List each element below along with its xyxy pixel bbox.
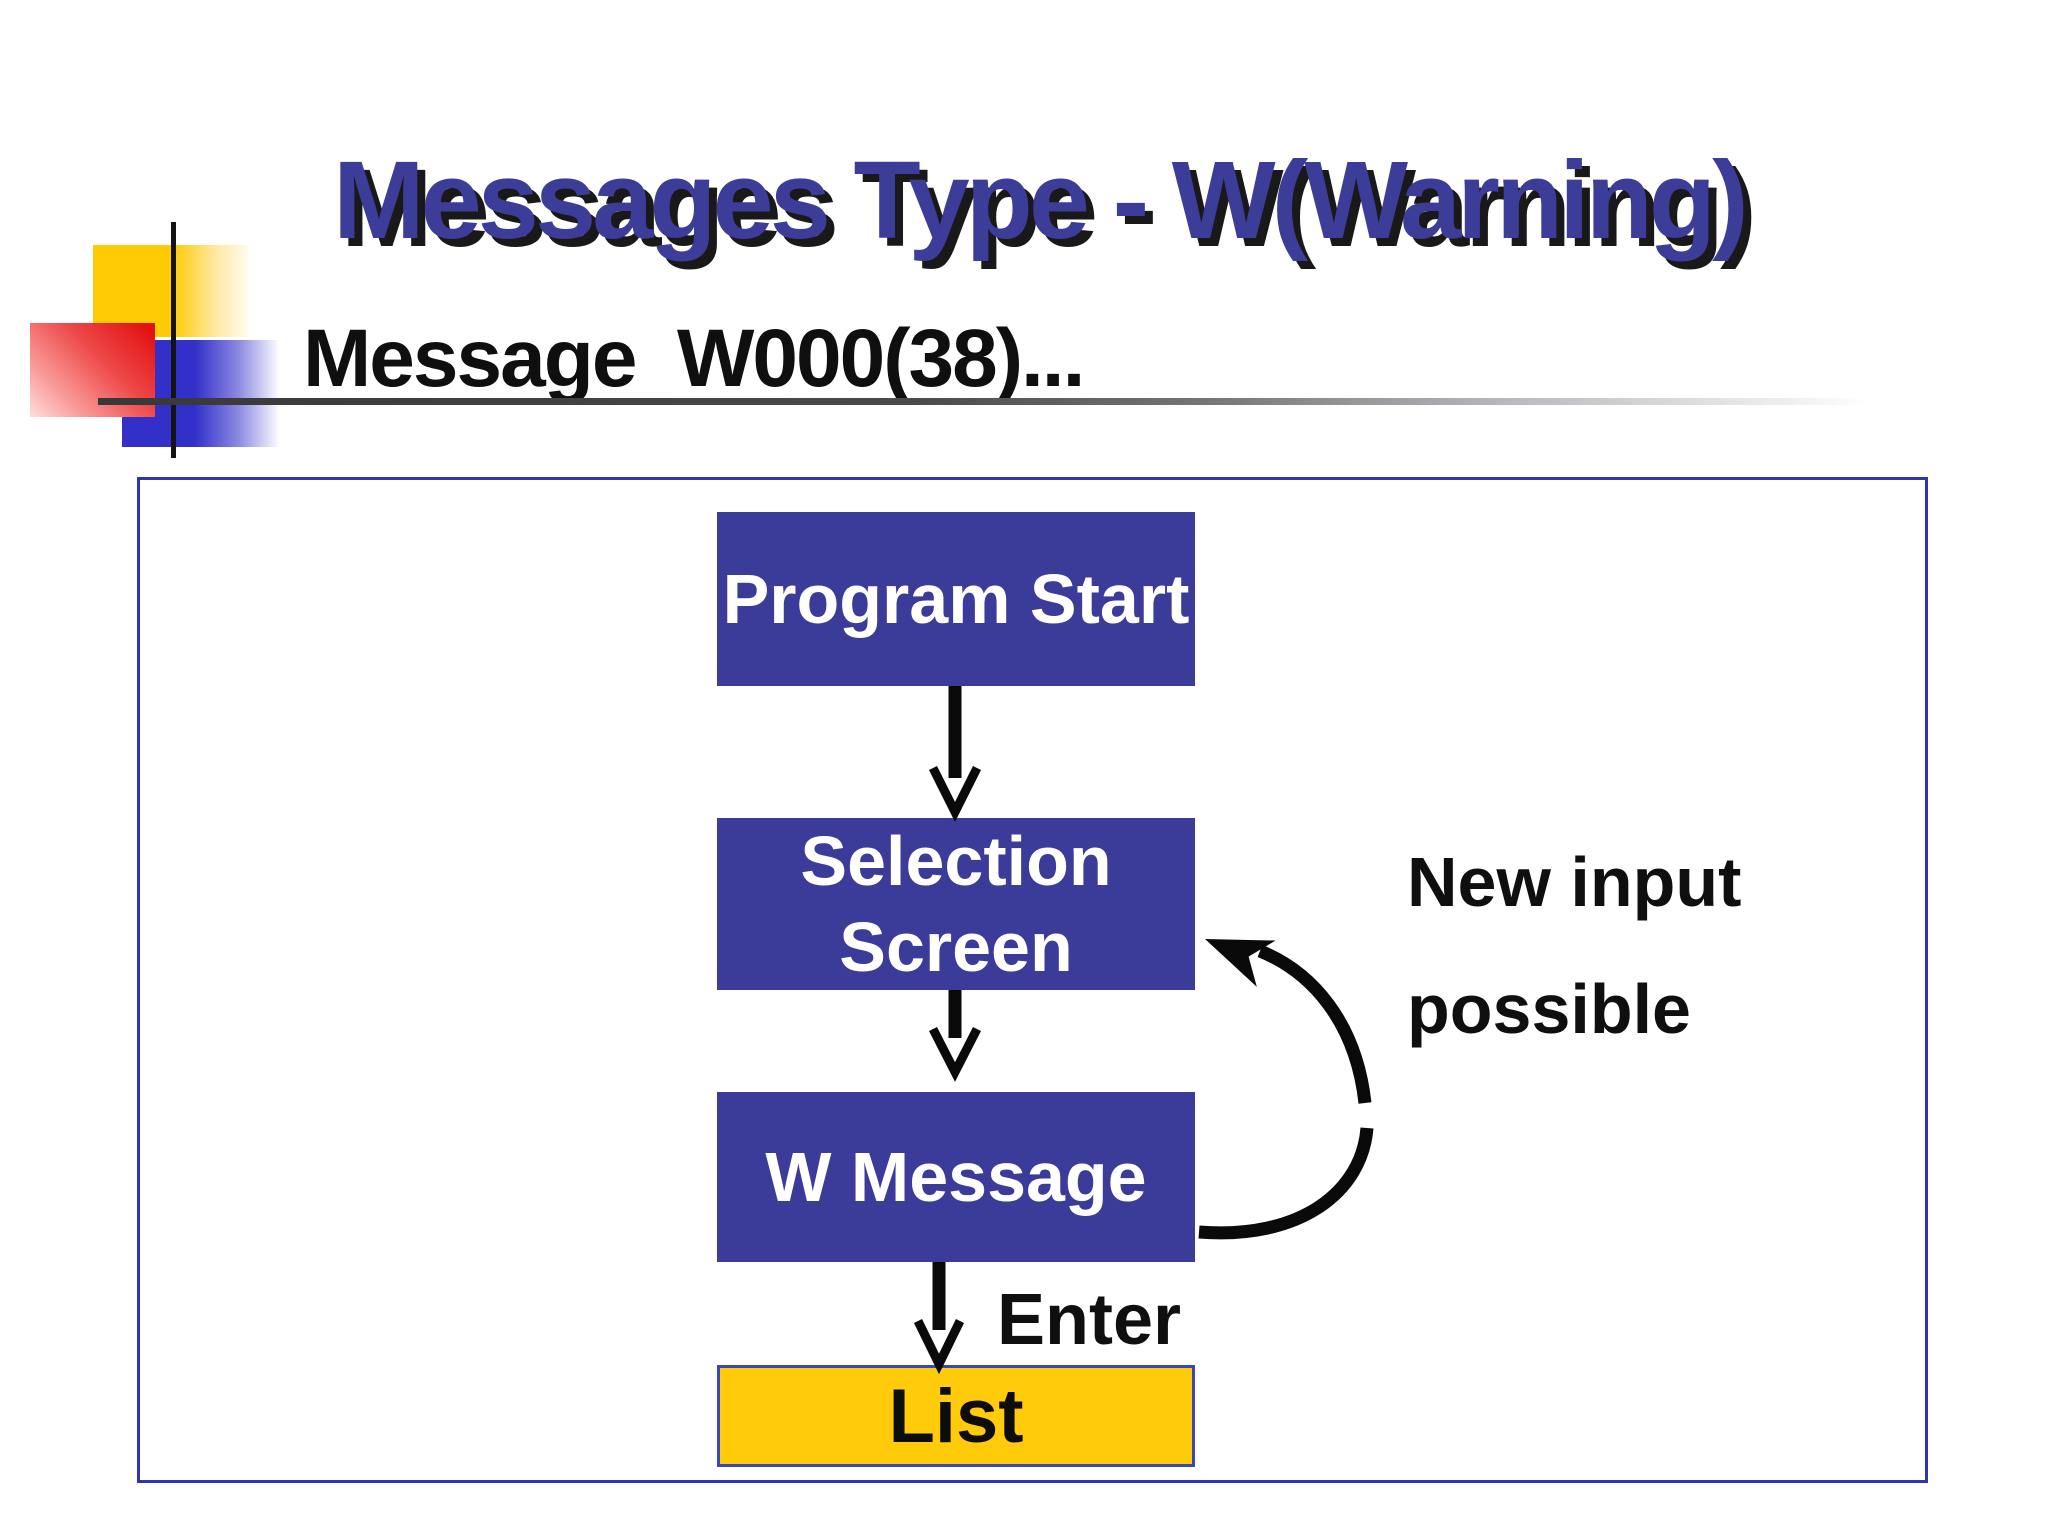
flow-node-w-message: W Message — [717, 1092, 1195, 1262]
flow-node-program-start-label: Program Start — [722, 560, 1190, 638]
flow-node-program-start: Program Start — [717, 512, 1195, 686]
decor-yellow-square — [93, 245, 248, 337]
flow-node-list: List — [717, 1365, 1195, 1467]
loop-label-line1: New input — [1407, 843, 1742, 921]
decor-vertical-line — [171, 222, 176, 458]
slide-title: Messages Type - W(Warning) — [333, 139, 1749, 262]
flow-node-selection-screen: Selection Screen — [717, 818, 1195, 990]
loop-label-line2: possible — [1407, 970, 1691, 1048]
slide-subtitle: Message W000(38)... — [303, 313, 1085, 404]
flow-node-w-message-label: W Message — [765, 1138, 1147, 1216]
edge-label-enter: Enter — [997, 1280, 1182, 1360]
flow-node-selection-screen-label-line1: Selection — [800, 822, 1112, 900]
flow-node-selection-screen-label-line2: Screen — [839, 908, 1073, 986]
header-divider-line — [98, 398, 1904, 405]
flow-node-list-label: List — [888, 1373, 1024, 1459]
